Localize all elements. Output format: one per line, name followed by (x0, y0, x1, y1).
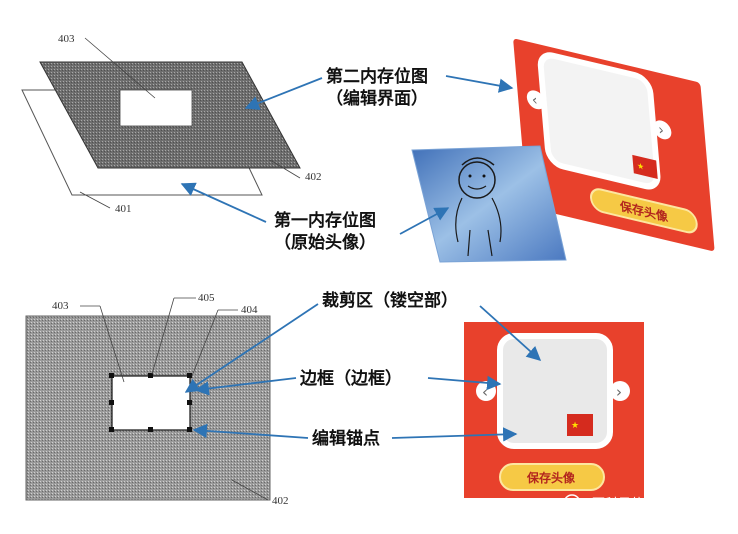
original-avatar-photo (411, 145, 567, 263)
arrow-crop-to-card (479, 305, 542, 361)
edit-interface-card: ‹ › ★ 保存头像 (513, 39, 715, 251)
label-second-memory: 第二内存位图 (326, 66, 428, 87)
watermark-account: 百科君的IP杂谈 (592, 496, 682, 512)
arrow-anchor-to-card (391, 427, 518, 442)
label-original-avatar: （原始头像） (274, 232, 376, 253)
ref-401-top: 401 (115, 203, 132, 215)
save-avatar-label-bottom: 保存头像 (526, 470, 576, 485)
anchor-points (109, 373, 192, 432)
next-arrow-glyph-bottom: › (616, 383, 622, 401)
label-anchor-points: 编辑锚点 (312, 428, 380, 449)
arrow-first-to-photo (399, 207, 450, 235)
prev-arrow-top[interactable] (526, 88, 546, 111)
crop-area-bottom (111, 375, 191, 431)
arrow-first-to-layer (180, 182, 267, 223)
flag-icon-bottom (567, 414, 593, 436)
crop-ui-card: ‹ › ★ 保存头像 (464, 322, 644, 498)
next-arrow-top[interactable] (653, 119, 673, 142)
svg-text:★: ★ (571, 421, 579, 431)
svg-text:★: ★ (637, 160, 645, 172)
save-avatar-button-bottom[interactable] (499, 463, 605, 491)
watermark: 百科君的IP杂谈 mysipo.com (563, 494, 735, 529)
watermark-site: mysipo.com (654, 515, 735, 529)
label-border: 边框（边框） (299, 368, 402, 389)
arrow-crop-to-bitmap (184, 303, 319, 393)
crop-hole-top (119, 89, 193, 127)
ref-402-bottom: 402 (272, 495, 289, 507)
ref-403-bottom: 403 (52, 300, 69, 312)
ref-404-bottom: 404 (241, 304, 258, 316)
flag-icon (632, 154, 658, 179)
save-avatar-button-top[interactable] (590, 187, 698, 235)
bottom-layer-diagram: 403 405 404 402 (25, 292, 289, 507)
arrow-border-to-card (427, 375, 502, 391)
label-edit-interface: （编辑界面） (326, 88, 428, 109)
prev-arrow-glyph-bottom: ‹ (482, 383, 488, 401)
arrow-second-to-card (445, 75, 514, 93)
label-crop-area: 裁剪区（镂空部） (322, 290, 458, 311)
arrow-second-to-layer (244, 77, 323, 110)
top-layer-diagram: 403 402 401 (21, 33, 322, 215)
arrow-border-to-bitmap (194, 377, 297, 396)
prev-arrow-glyph-top: ‹ (531, 92, 538, 109)
label-first-memory: 第一内存位图 (274, 210, 376, 231)
ref-403-top: 403 (58, 33, 75, 45)
ref-402-top: 402 (305, 171, 322, 183)
ref-405-bottom: 405 (198, 292, 215, 304)
next-arrow-bottom[interactable] (610, 381, 630, 401)
next-arrow-glyph-top: › (658, 122, 665, 139)
wechat-icon (563, 494, 581, 512)
arrow-anchor-to-bitmap (192, 423, 309, 439)
